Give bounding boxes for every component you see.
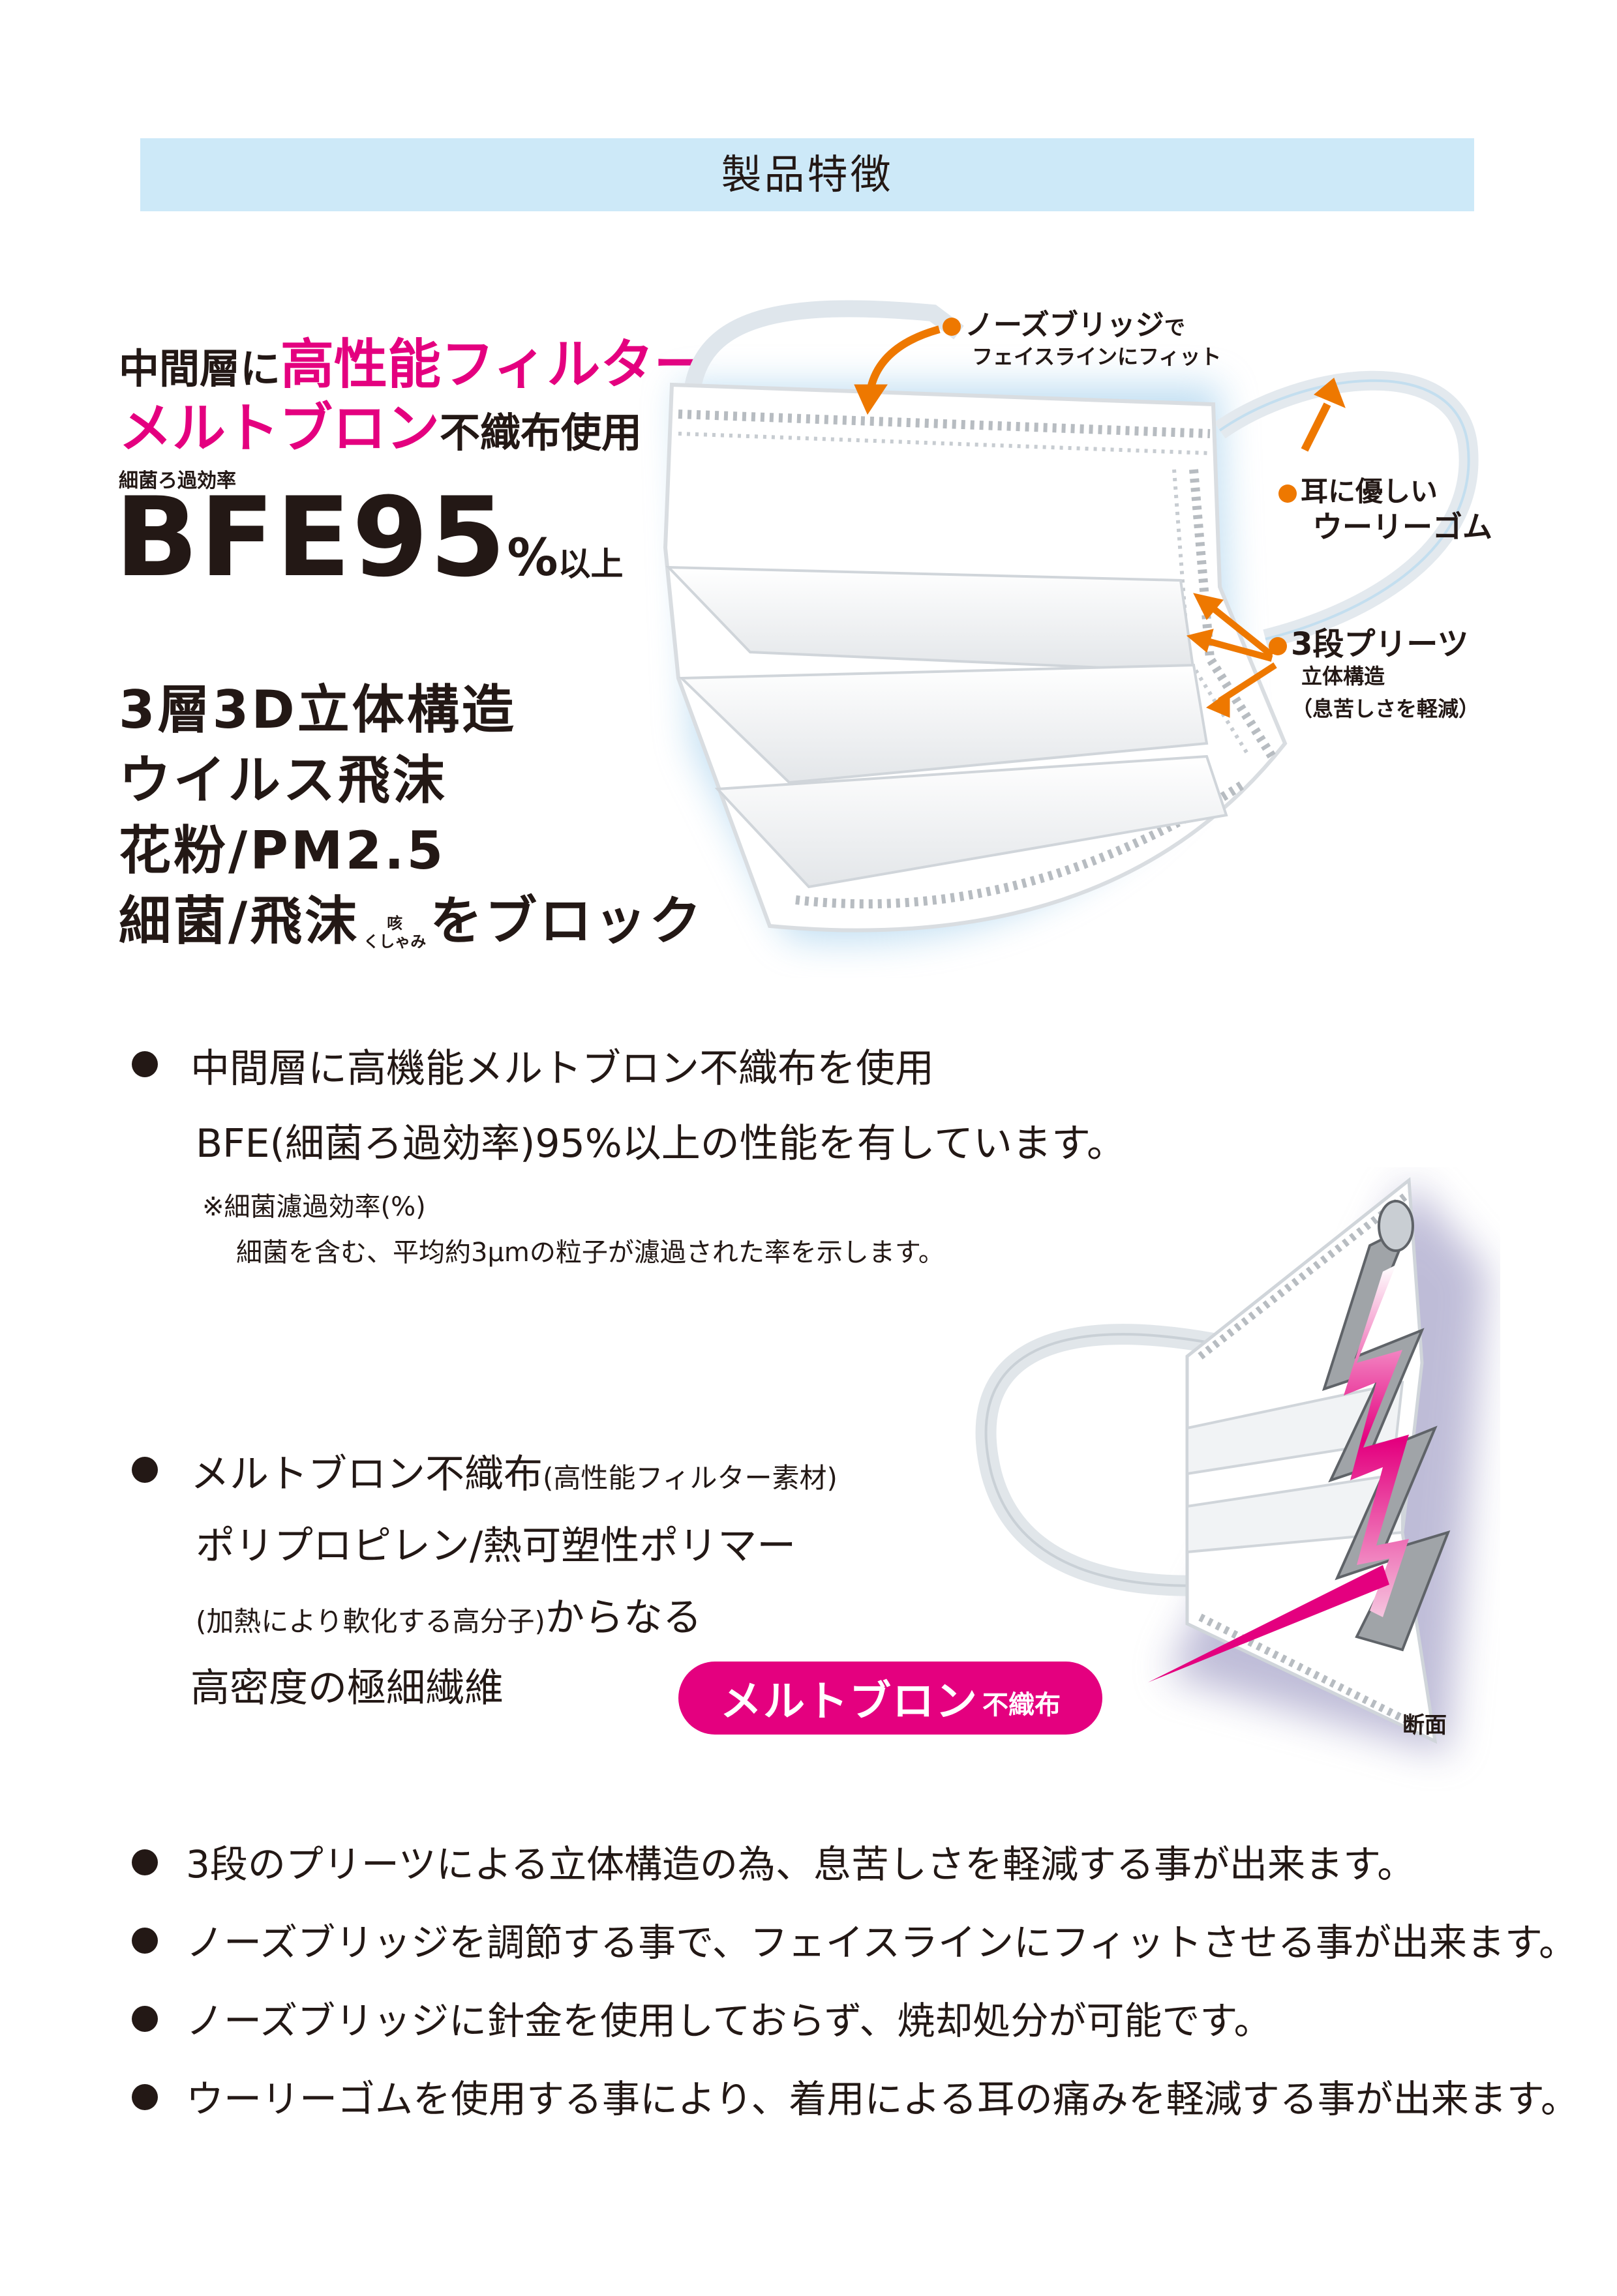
- bullet-item-1: 3段のプリーツによる立体構造の為、息苦しさを軽減する事が出来ます。: [186, 1842, 1415, 1886]
- headline-line1: 中間層に高性能フィルター: [119, 321, 707, 398]
- meltblown-pill-label: メルトブロン不織布: [678, 1662, 1102, 1735]
- headline-line2: メルトブロン不織布使用: [119, 385, 642, 462]
- black-dot-icon: [132, 1457, 158, 1483]
- page-title: 製品特徴: [721, 151, 894, 198]
- section1-note2: 細菌を含む、平均約3μmの粒子が濾過された率を示します。: [236, 1238, 945, 1268]
- callout-nose-de: で: [1164, 315, 1185, 340]
- cross-section-illustration-icon: [975, 1177, 1487, 1754]
- orange-dot-icon: [1269, 637, 1287, 655]
- block-list: 3層3D立体構造 ウイルス飛沫 花粉/PM2.5 細菌/飛沫咳くしゃみをブロック: [119, 675, 704, 957]
- headline-line2-post: 不織布使用: [440, 409, 642, 456]
- callout-ear-main: 耳に優しい: [1301, 475, 1438, 507]
- pill-small: 不織布: [982, 1690, 1061, 1720]
- block-line4-pre: 細菌/飛沫: [119, 891, 360, 951]
- section2-line1-paren: (高性能フィルター素材): [543, 1462, 838, 1494]
- black-dot-icon: [132, 1928, 158, 1954]
- bfe-value: BFE95%以上: [115, 483, 624, 592]
- cough-bottom: くしゃみ: [363, 932, 427, 951]
- callout-ear-sub: ウーリーゴム: [1312, 509, 1492, 544]
- pill-big: メルトブロン: [720, 1678, 978, 1726]
- orange-dot-icon: [943, 318, 961, 336]
- section1-line1: 中間層に高機能メルトブロン不織布を使用: [190, 1046, 934, 1092]
- bfe-main: BFE95: [115, 473, 507, 601]
- callout-ear: 耳に優しい: [1278, 470, 1438, 509]
- callout-nose-main: ノーズブリッジ: [965, 308, 1164, 342]
- block-line1: 3層3D立体構造: [119, 679, 517, 740]
- section1-note1: ※細菌濾過効率(%): [202, 1192, 426, 1222]
- bullet-item-3: ノーズブリッジに針金を使用しておらず、焼却処分が可能です。: [186, 1999, 1272, 2043]
- orange-arrow-icon: [854, 325, 1346, 718]
- bfe-label: 細菌ろ過効率: [119, 470, 236, 492]
- orange-dot-icon: [1278, 484, 1297, 503]
- block-line2: ウイルス飛沫: [119, 750, 447, 811]
- section2-line3-main: からなる: [545, 1595, 702, 1641]
- section2-line2: ポリプロピレン/熱可塑性ポリマー: [196, 1523, 796, 1569]
- mask-illustration-icon: [663, 300, 1479, 942]
- cross-section-label: 断面: [1402, 1712, 1447, 1738]
- headline-line1-pre: 中間層に: [119, 345, 281, 393]
- section1-line2: BFE(細菌ろ過効率)95%以上の性能を有しています。: [196, 1121, 1126, 1167]
- cough-stack: 咳くしゃみ: [363, 914, 426, 951]
- callout-pleat-sub1: 立体構造: [1301, 664, 1385, 689]
- bullet-item-4: ウーリーゴムを使用する事により、着用による耳の痛みを軽減する事が出来ます。: [186, 2077, 1579, 2121]
- headline-line1-pink: 高性能フィルター: [280, 334, 708, 396]
- black-dot-icon: [132, 1849, 158, 1875]
- section2-line1-main: メルトブロン不織布: [190, 1452, 543, 1497]
- block-line3: 花粉/PM2.5: [119, 820, 446, 881]
- callout-pleat-sub2: （息苦しさを軽減）: [1292, 696, 1480, 721]
- black-dot-icon: [132, 2006, 158, 2032]
- black-dot-icon: [132, 1051, 158, 1077]
- cough-top: 咳: [387, 914, 403, 932]
- callout-nose-sub: フェイスラインにフィット: [972, 344, 1222, 369]
- callout-pleat-main: 3段プリーツ: [1291, 626, 1469, 663]
- header-band: 製品特徴: [140, 138, 1474, 211]
- block-line4-post: をブロック: [430, 891, 704, 951]
- bullet-item-2: ノーズブリッジを調節する事で、フェイスラインにフィットさせる事が出来ます。: [186, 1920, 1577, 1965]
- section2-line4: 高密度の極細繊維: [190, 1665, 504, 1711]
- callout-nose-bridge: ノーズブリッジで: [943, 301, 1185, 343]
- headline-line2-pink: メルトブロン: [119, 398, 440, 460]
- section2-line3: (加熱により軟化する高分子)からなる: [196, 1586, 702, 1643]
- bfe-above: 以上: [558, 545, 624, 583]
- callout-pleat: 3段プリーツ: [1269, 618, 1468, 664]
- section2-line1: メルトブロン不織布(高性能フィルター素材): [190, 1442, 838, 1499]
- block-line4: 細菌/飛沫咳くしゃみをブロック: [119, 886, 704, 957]
- bfe-pct: %: [507, 529, 558, 588]
- section2-line3-paren: (加熱により軟化する高分子): [196, 1605, 545, 1637]
- black-dot-icon: [132, 2084, 158, 2110]
